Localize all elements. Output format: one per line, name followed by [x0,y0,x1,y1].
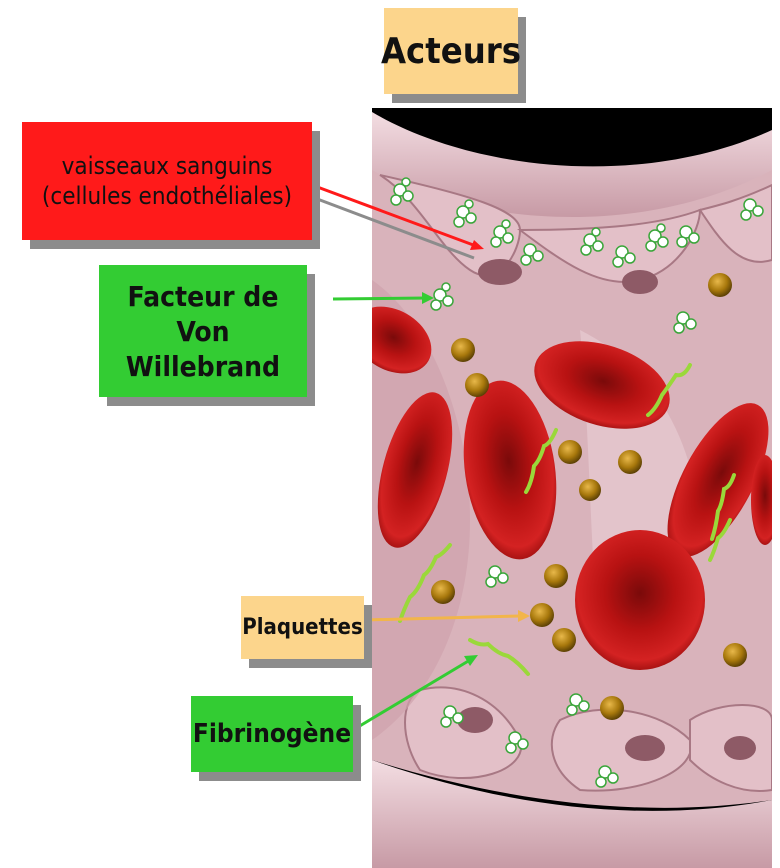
vwf-arrow [333,298,426,299]
vwf-label: Facteur de Von Willebrand [99,279,307,384]
vwf-label-box: Facteur de Von Willebrand [99,265,307,397]
cell-nucleus [724,736,756,760]
title-box: Acteurs [384,8,518,94]
vessels-label: vaisseaux sanguins (cellules endothélial… [42,151,292,211]
cell-nucleus [625,735,665,761]
vessels-label-box: vaisseaux sanguins (cellules endothélial… [22,122,312,240]
platelets-label-box: Plaquettes [241,596,364,659]
fibrinogen-label: Fibrinogène [193,718,351,751]
cell-nucleus [478,259,522,285]
cell-nucleus [622,270,658,294]
fibrinogen-label-box: Fibrinogène [191,696,353,772]
page-title: Acteurs [381,29,521,74]
platelets-label: Plaquettes [242,614,362,642]
